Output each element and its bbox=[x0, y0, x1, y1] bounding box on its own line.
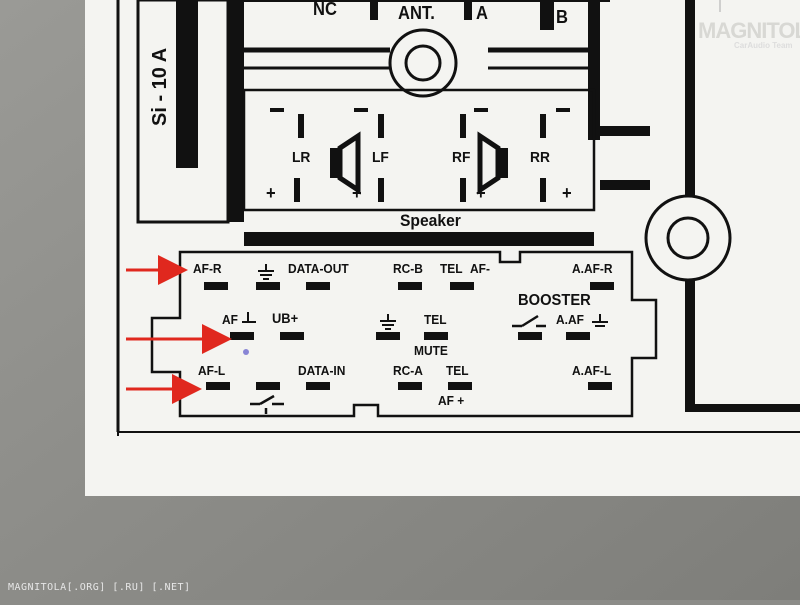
pin-label-af-r: AF-R bbox=[193, 261, 222, 276]
speaker-plus: + bbox=[352, 183, 362, 203]
pin-slots-row1 bbox=[204, 282, 614, 290]
watermark-logo: MAGNITOLA bbox=[698, 18, 800, 43]
speaker-icon bbox=[330, 131, 361, 195]
speaker-channel-lr: LR bbox=[292, 149, 311, 166]
pin-label-af-l: AF-L bbox=[198, 363, 226, 378]
speaker-plus: + bbox=[266, 183, 276, 203]
pin-label-a-af-l: A.AF-L bbox=[572, 363, 612, 378]
pin-label-rc-a: RC-A bbox=[393, 363, 423, 378]
nc-label: NC bbox=[313, 0, 337, 19]
ground-icon bbox=[592, 314, 608, 327]
pin-label-tel-2: TEL bbox=[424, 312, 447, 327]
switch-icon bbox=[512, 314, 546, 328]
mute-label: MUTE bbox=[414, 343, 448, 358]
pin-label-data-in: DATA-IN bbox=[298, 363, 346, 378]
fuse-label: Si - 10 A bbox=[149, 47, 171, 126]
pin-label-af-ground: AF bbox=[222, 312, 238, 327]
ground-icon bbox=[258, 264, 274, 280]
ant-label: ANT. bbox=[398, 3, 435, 23]
pin-slots-row2 bbox=[230, 332, 590, 340]
ground-icon bbox=[380, 314, 396, 330]
pin-label-ub-plus: UB+ bbox=[272, 310, 299, 326]
pin-label-tel: TEL bbox=[440, 261, 463, 276]
pin-slots-row3 bbox=[206, 382, 612, 390]
switch-icon bbox=[250, 394, 284, 414]
watermark-subtitle: CarAudio Team bbox=[734, 41, 793, 50]
speaker-icon bbox=[477, 131, 508, 195]
b-label: B bbox=[556, 7, 568, 27]
pin-label-tel-3: TEL bbox=[446, 363, 469, 378]
speaker-channel-rr: RR bbox=[530, 149, 550, 166]
ground-icon bbox=[242, 312, 256, 323]
pin-label-rc-b: RC-B bbox=[393, 261, 423, 276]
a-label: A bbox=[476, 3, 488, 23]
booster-label: BOOSTER bbox=[518, 292, 591, 309]
pin-label-af-minus: AF- bbox=[470, 261, 490, 276]
connector-outline bbox=[150, 250, 658, 418]
watermark-url: MAGNITOLA[.ORG] [.RU] [.NET] bbox=[8, 582, 191, 593]
annotation-arrows bbox=[126, 255, 232, 404]
speaker-plus: + bbox=[562, 183, 572, 203]
pin-label-af-plus: AF + bbox=[438, 393, 465, 408]
speaker-channel-rf: RF bbox=[452, 149, 471, 166]
pin-label-data-out: DATA-OUT bbox=[288, 261, 349, 276]
pin-label-a-af-r: A.AF-R bbox=[572, 261, 613, 276]
speaker-minus-marks bbox=[270, 108, 570, 138]
speaker-channel-lf: LF bbox=[372, 149, 389, 166]
speaker-plus: + bbox=[476, 183, 486, 203]
speaker-title: Speaker bbox=[400, 211, 461, 230]
pin-label-a-af: A.AF bbox=[556, 312, 584, 327]
